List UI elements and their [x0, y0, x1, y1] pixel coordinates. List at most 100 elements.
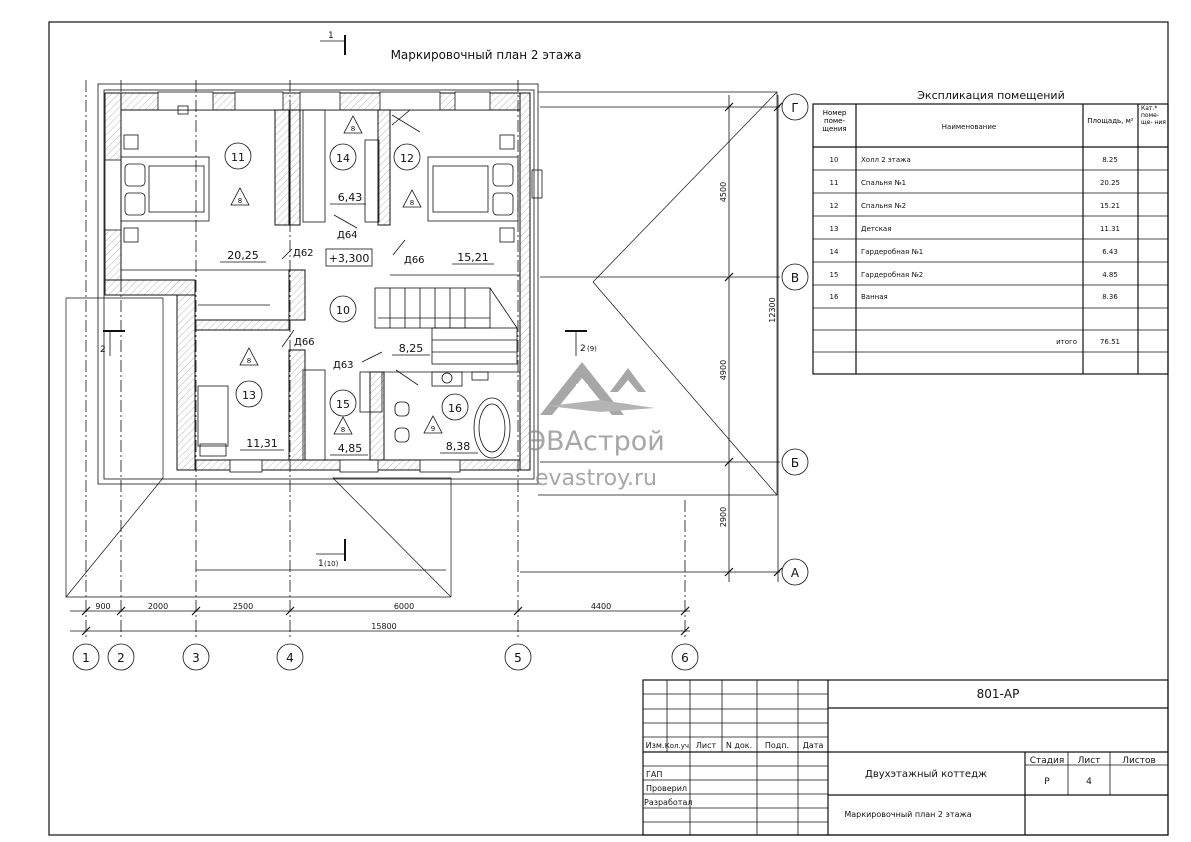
row-name: Холл 2 этажа [861, 156, 911, 164]
dimension-chain-y: 4500 4900 2900 12300 [719, 95, 783, 582]
bed-bedroom-2 [427, 134, 519, 243]
sheet-label: Лист [1078, 756, 1101, 766]
row-num: 12 [830, 202, 839, 210]
table-row: 15 Гардеробная №2 4.85 [830, 271, 1118, 279]
svg-text:8: 8 [247, 357, 251, 365]
room-number: 15 [336, 398, 350, 411]
cat-mark-13: 8 [239, 347, 259, 366]
door-tag: Д66 [294, 337, 315, 348]
stage-label: Стадия [1030, 756, 1065, 766]
table-row: 14 Гардеробная №1 6.43 [830, 248, 1118, 256]
svg-text:8: 8 [410, 199, 414, 207]
axis-y-v: В [791, 271, 799, 285]
room-11: 11 20,25 [220, 142, 266, 263]
axis-markers-x: 1 2 3 4 5 6 [72, 643, 699, 671]
room-labels: 11 20,25 14 6,43 12 15,21 10 8,25 13 11,… [220, 142, 494, 456]
row-num: 15 [830, 271, 839, 279]
section-marker-bottom-sub: (10) [324, 560, 339, 568]
room-number: 12 [400, 152, 414, 165]
house-logo-icon [540, 362, 655, 415]
axis-x-3: 3 [192, 651, 200, 665]
col-header: Дата [803, 741, 824, 750]
row-num: 10 [830, 156, 839, 164]
row-num: 14 [830, 248, 839, 256]
col-header: Изм. [646, 741, 665, 750]
staircase [374, 287, 518, 365]
row-area: 6.43 [1102, 248, 1118, 256]
row-name: Спальня №2 [861, 202, 906, 210]
section-marker-bottom-label: 1 [318, 559, 324, 569]
floor-plan [97, 83, 543, 485]
role-label: ГАП [646, 770, 662, 779]
room-area: 6,43 [338, 191, 363, 204]
header-category: Кат.* поме- ще- ния [1141, 105, 1166, 126]
cat-mark-12: 8 [402, 189, 422, 208]
axis-lines [85, 80, 780, 640]
section-marker-left-label: 2 [100, 345, 106, 355]
room-area: 15,21 [457, 251, 489, 264]
title-block: Изм. Кол.уч. Лист N док. Подп. Дата ГАП … [642, 679, 1169, 836]
room-area: 8,38 [446, 440, 471, 453]
col-header: N док. [726, 741, 752, 750]
total-area: 76.51 [1100, 338, 1120, 346]
sheets-label: Листов [1122, 756, 1156, 766]
door-tags: Д62 Д64 Д66 Д66 Д63 [281, 214, 425, 386]
axis-y-a: А [791, 566, 800, 580]
table-total-row: итого 76.51 [1056, 338, 1120, 346]
section-marker-top: 1 [320, 31, 346, 55]
room-16: 16 8,38 [440, 393, 478, 454]
section-marker-right-label: 2 [580, 344, 586, 354]
room-area: 20,25 [227, 249, 259, 262]
door-tag: Д66 [404, 255, 425, 266]
svg-text:8: 8 [238, 197, 242, 205]
category-marks: 8 8 8 8 8 9 [230, 115, 443, 435]
row-name: Ванная [861, 293, 888, 301]
table-row: 11 Спальня №1 20.25 [830, 179, 1120, 187]
row-name: Спальня №1 [861, 179, 906, 187]
role-label: Разработал [644, 798, 692, 807]
row-num: 13 [830, 225, 839, 233]
col-header: Лист [696, 741, 717, 750]
total-label: итого [1056, 338, 1077, 346]
project-name: Двухэтажный коттедж [865, 769, 987, 780]
dim-x-4: 6000 [394, 602, 414, 611]
header-room-number: Номер поме- щения [822, 109, 847, 133]
door-tag: Д64 [337, 230, 358, 241]
axis-x-4: 4 [286, 651, 294, 665]
axis-y-g: Г [791, 101, 798, 115]
dim-y-3: 2900 [719, 507, 728, 527]
watermark-brand: ЭВАстрой [527, 426, 665, 457]
stage-value: Р [1044, 777, 1050, 787]
table-row: 16 Ванная 8.36 [830, 293, 1119, 301]
room-15: 15 4,85 [329, 389, 368, 456]
room-14: 14 6,43 [329, 143, 366, 205]
role-label: Проверил [646, 784, 687, 793]
level-mark: +3,300 [329, 252, 370, 265]
row-area: 20.25 [1100, 179, 1120, 187]
door-tag: Д63 [333, 360, 354, 371]
svg-text:8: 8 [351, 125, 355, 133]
plan-title: Маркировочный план 2 этажа [391, 48, 582, 62]
section-marker-right-sub: (9) [587, 345, 597, 353]
watermark-url: evastroy.ru [535, 466, 657, 491]
row-area: 8.25 [1102, 156, 1118, 164]
room-area: 11,31 [246, 437, 278, 450]
sheet-frame [48, 21, 1169, 836]
room-number: 14 [336, 152, 350, 165]
section-marker-bottom: 1 (10) [316, 539, 346, 569]
room-number: 16 [448, 402, 462, 415]
row-num: 11 [830, 179, 839, 187]
section-marker-right: 2 (9) [565, 330, 597, 356]
row-num: 16 [830, 293, 839, 301]
level-box [325, 248, 373, 267]
axis-x-1: 1 [82, 651, 90, 665]
row-name: Гардеробная №2 [861, 271, 923, 279]
room-12: 12 15,21 [393, 143, 494, 265]
dim-x-total: 15800 [371, 622, 396, 631]
bed-kids-room [197, 385, 229, 457]
outer-contour [97, 83, 539, 485]
axis-y-b: Б [791, 456, 799, 470]
dim-y-total: 12300 [768, 297, 777, 322]
svg-text:8: 8 [341, 426, 345, 434]
col-header: Кол.уч. [665, 742, 691, 750]
